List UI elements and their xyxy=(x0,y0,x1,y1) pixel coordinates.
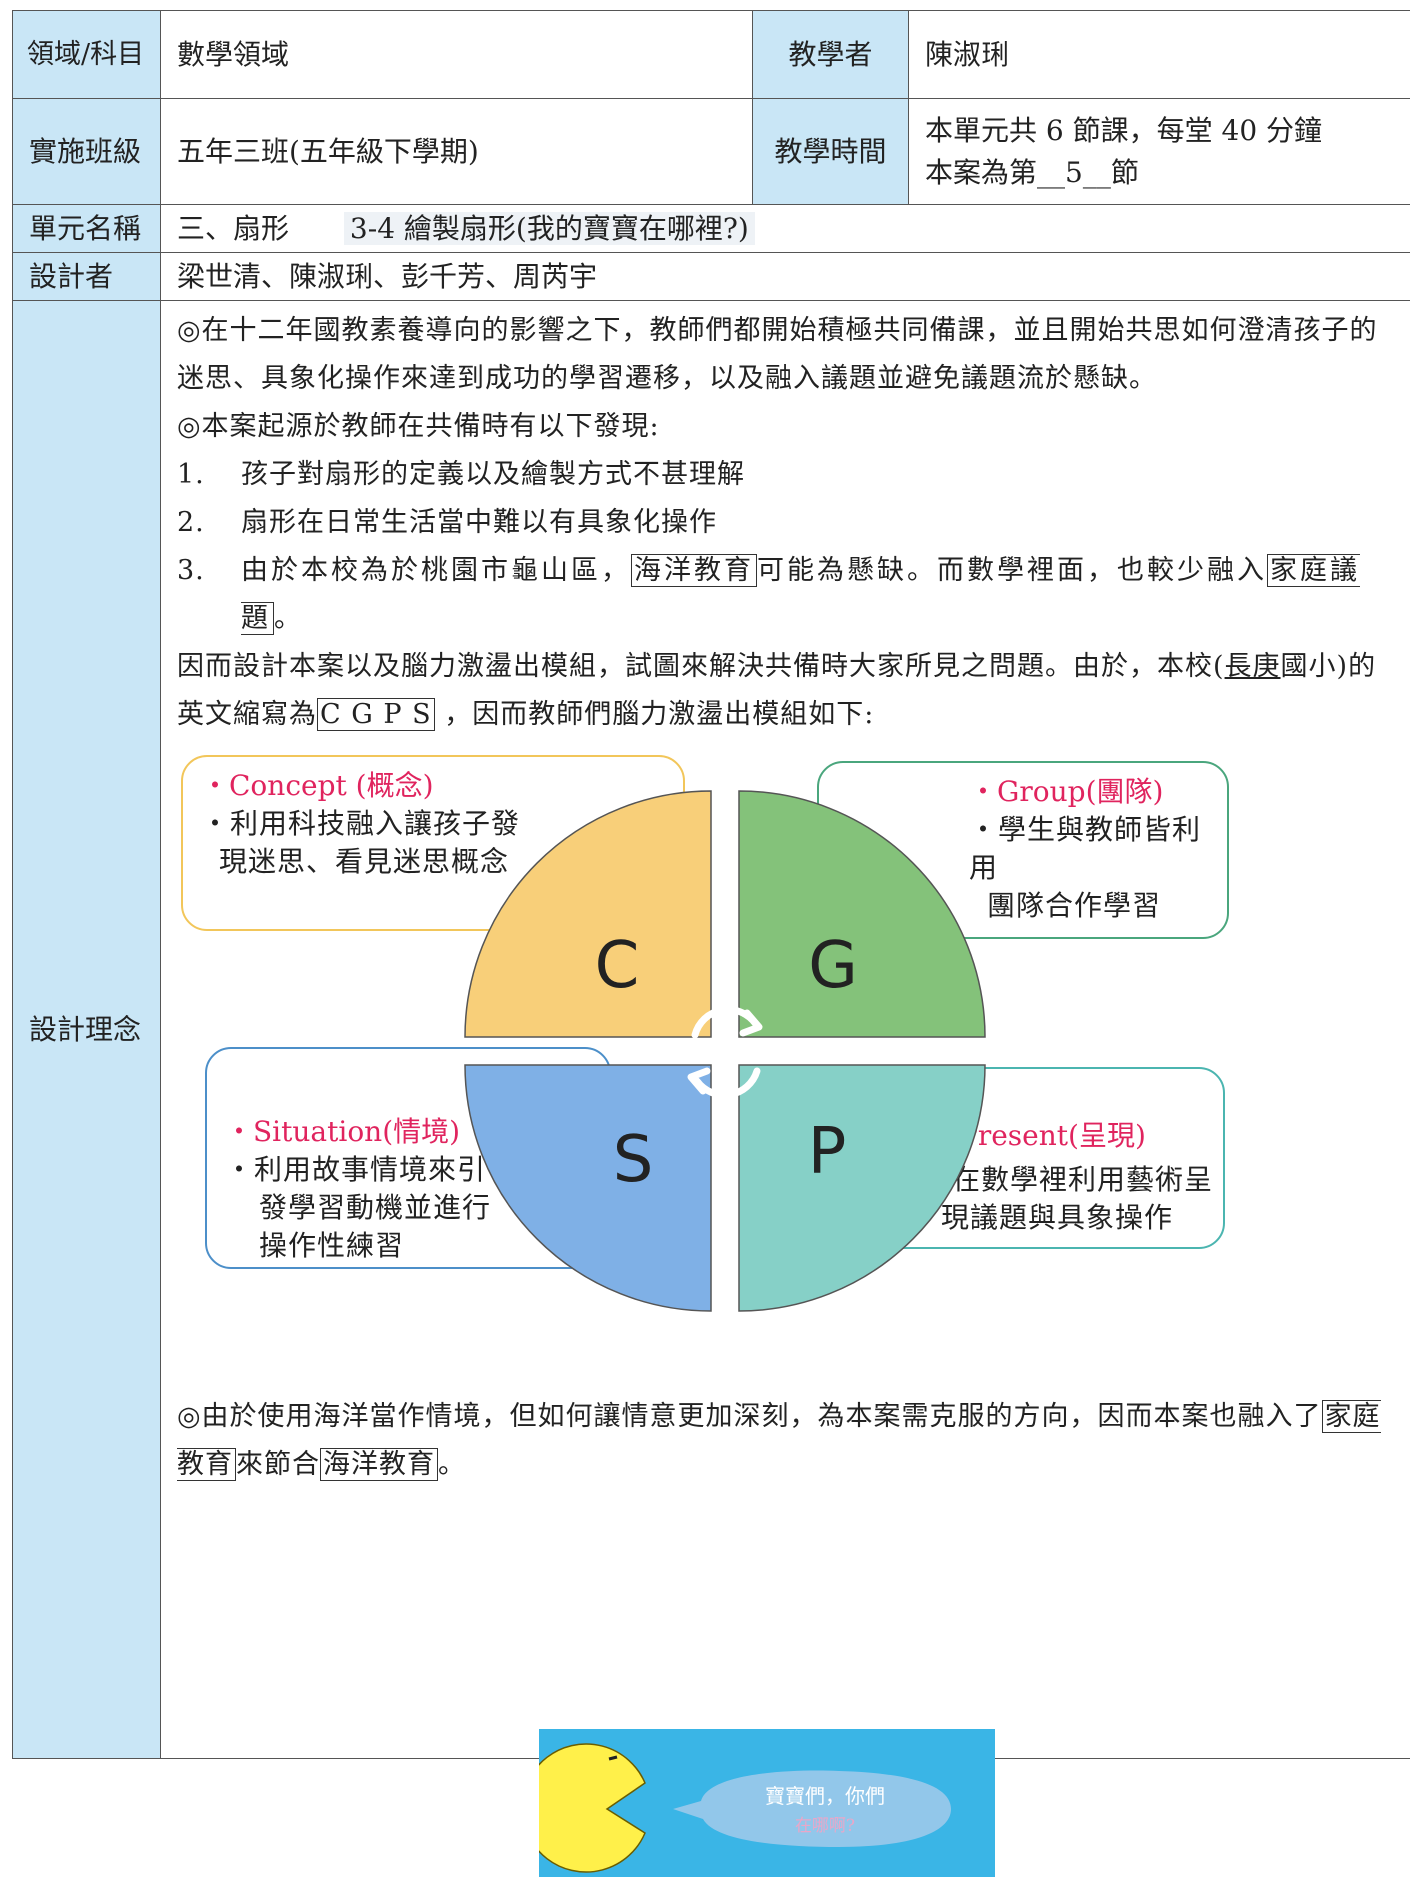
list-text: 扇形在日常生活當中難以有具象化操作 xyxy=(241,499,717,547)
designer-label: 設計者 xyxy=(13,253,161,301)
quadrant-g xyxy=(739,791,985,1037)
time-value: 本單元共 6 節課，每堂 40 分鐘 本案為第__5__節 xyxy=(909,99,1410,205)
letter-p: P xyxy=(808,1115,847,1189)
time-line-2: 本案為第__5__節 xyxy=(925,152,1394,194)
quadrant-c xyxy=(465,791,711,1037)
domain-value: 數學領域 xyxy=(161,11,753,99)
unit-label: 單元名稱 xyxy=(13,205,161,253)
unit-section: 3-4 繪製扇形(我的寶寶在哪裡?) xyxy=(344,212,755,245)
list-number: 1. xyxy=(177,451,241,499)
bubble-text-2: 在哪啊? xyxy=(795,1816,855,1836)
domain-label: 領域/科目 xyxy=(13,11,161,99)
boxed-keyword: 海洋教育 xyxy=(320,1448,438,1481)
present-title: Present(呈現) xyxy=(959,1117,1223,1155)
concept-label: 設計理念 xyxy=(13,301,161,1759)
concept-body: ◎在十二年國教素養導向的影響之下，教師們都開始積極共同備課，並且開始共思如何澄清… xyxy=(161,301,1410,1759)
lesson-plan-table: 領域/科目 數學領域 教學者 陳淑琍 實施班級 五年三班(五年級下學期) 教學時… xyxy=(12,10,1410,1759)
list-text: 由於本校為於桃園市龜山區，海洋教育可能為懸缺。而數學裡面，也較少融入家庭議題。 xyxy=(241,547,1398,643)
letter-c: C xyxy=(595,929,640,1003)
list-item: 1. 孩子對扇形的定義以及繪製方式不甚理解 xyxy=(177,451,1398,499)
list-item: 3. 由於本校為於桃園市龜山區，海洋教育可能為懸缺。而數學裡面，也較少融入家庭議… xyxy=(177,547,1398,643)
paragraph-module: 因而設計本案以及腦力激盪出模組，試圖來解決共備時大家所見之問題。由於，本校(長庚… xyxy=(177,643,1398,739)
teacher-value: 陳淑琍 xyxy=(909,11,1410,99)
quadrant-p xyxy=(739,1065,985,1311)
class-value: 五年三班(五年級下學期) xyxy=(161,99,753,205)
time-label: 教學時間 xyxy=(753,99,909,205)
list-number: 3. xyxy=(177,547,241,643)
group-text-2: 團隊合作學習 xyxy=(969,887,1227,925)
list-item: 2. 扇形在日常生活當中難以有具象化操作 xyxy=(177,499,1398,547)
list-text: 孩子對扇形的定義以及繪製方式不甚理解 xyxy=(241,451,745,499)
underlined-school-name: 長庚 xyxy=(1225,651,1281,682)
unit-value: 三、扇形 3-4 繪製扇形(我的寶寶在哪裡?) xyxy=(161,205,1410,253)
paragraph-family: ◎由於使用海洋當作情境，但如何讓情意更加深刻，為本案需克服的方向，因而本案也融入… xyxy=(177,1393,1398,1489)
letter-g: G xyxy=(808,929,858,1003)
class-label: 實施班級 xyxy=(13,99,161,205)
unit-chapter: 三、扇形 xyxy=(177,212,289,245)
paragraph-origin: ◎本案起源於教師在共備時有以下發現: xyxy=(177,403,1398,451)
lesson-plan-page: 領域/科目 數學領域 教學者 陳淑琍 實施班級 五年三班(五年級下學期) 教學時… xyxy=(0,0,1410,1760)
time-line-1: 本單元共 6 節課，每堂 40 分鐘 xyxy=(925,110,1394,152)
boxed-keyword: 海洋教育 xyxy=(631,554,757,587)
bubble-text-1: 寶寶們，你們 xyxy=(765,1784,885,1808)
paragraph-intro: ◎在十二年國教素養導向的影響之下，教師們都開始積極共同備課，並且開始共思如何澄清… xyxy=(177,307,1398,403)
designer-value: 梁世清、陳淑琍、彭千芳、周芮宇 xyxy=(161,253,1410,301)
boxed-abbreviation: C G P S xyxy=(317,698,435,731)
cgps-diagram: ・Concept (概念) ・利用科技融入讓孩子發 現迷思、看見迷思概念 ・Gr… xyxy=(177,751,1377,1371)
list-number: 2. xyxy=(177,499,241,547)
teacher-label: 教學者 xyxy=(753,11,909,99)
quadrant-s xyxy=(465,1065,711,1311)
letter-s: S xyxy=(613,1123,654,1197)
pacman-image: 寶寶們，你們 在哪啊? xyxy=(539,1729,995,1889)
cgps-circle: C G S P xyxy=(465,791,985,1311)
group-text-1: ・學生與教師皆利用 xyxy=(969,811,1227,887)
group-title: ・Group(團隊) xyxy=(969,773,1227,811)
